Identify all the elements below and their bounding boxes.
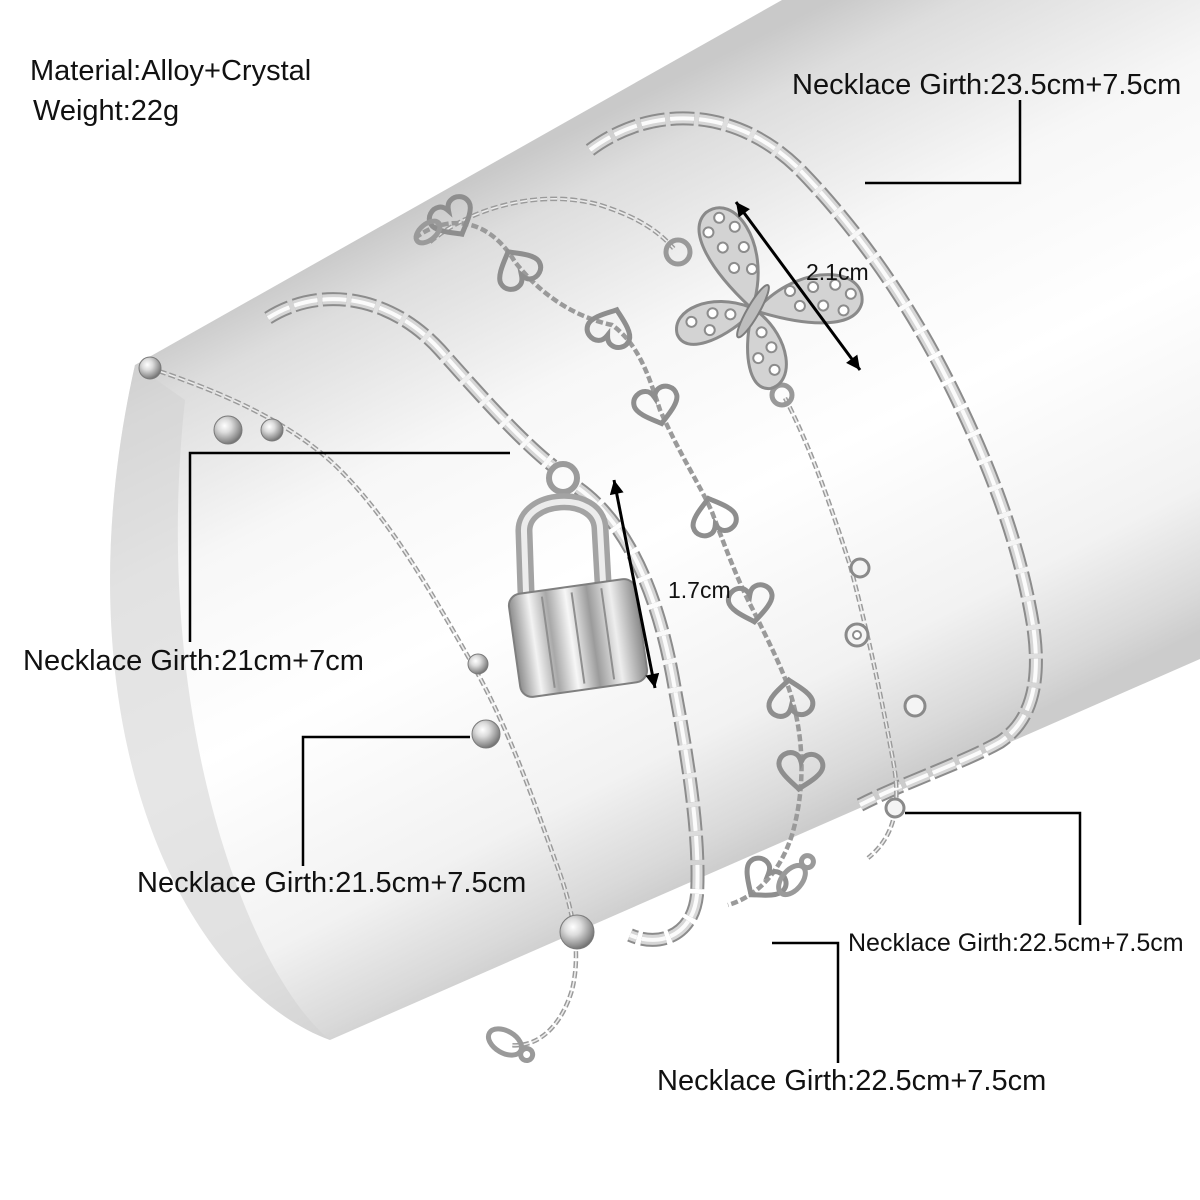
crystal-drop-facet xyxy=(852,630,862,640)
silver-bead xyxy=(467,653,489,675)
crystal-drop xyxy=(903,694,927,718)
butterfly-chain-bracelet xyxy=(428,196,927,860)
butterfly-crystal xyxy=(713,211,726,224)
butterfly-crystal xyxy=(716,241,729,254)
lobster-clasp-ring xyxy=(798,853,816,871)
bead-chain-strand-shine xyxy=(149,367,577,1047)
lobster-clasp-body xyxy=(413,218,443,246)
leader-line-bead-chain xyxy=(301,735,470,866)
butterfly-crystal xyxy=(706,307,719,320)
lobster-clasp xyxy=(485,1026,536,1063)
leader-line-lock-chain xyxy=(188,451,510,642)
silver-bead xyxy=(213,415,243,445)
heart-chain-connector xyxy=(413,220,804,908)
padlock-jump-ring xyxy=(546,461,580,495)
lock-size-label: 1.7cm xyxy=(668,577,731,603)
lobster-clasp-ring xyxy=(518,1046,536,1063)
lock-size-arrow xyxy=(609,479,660,689)
leader-line-figaro-chain xyxy=(865,100,1022,185)
padlock-body-group xyxy=(507,578,649,698)
butterfly-crystal xyxy=(724,308,737,321)
butterfly-size-label: 2.1cm xyxy=(806,259,869,285)
weight-label: Weight:22g xyxy=(33,95,180,127)
leader-line-butterfly-chain xyxy=(905,811,1082,925)
butterfly-crystal xyxy=(703,324,716,337)
padlock-shackle-highlight xyxy=(520,498,606,595)
cylinder-end-cap xyxy=(110,365,330,1040)
butterfly-crystal xyxy=(685,315,698,328)
girth-label-bead-chain: Necklace Girth:21.5cm+7.5cm xyxy=(137,867,527,899)
silver-bead xyxy=(559,914,595,950)
silver-bead xyxy=(260,418,284,442)
figaro-chain-holes xyxy=(588,116,1038,807)
lobster-clasp xyxy=(776,853,816,898)
girth-label-heart-chain: Necklace Girth:22.5cm+7.5cm xyxy=(657,1065,1047,1097)
butterfly-jump-ring-left xyxy=(663,237,693,267)
silver-bead xyxy=(471,719,501,749)
girth-label-butterfly-chain: Necklace Girth:22.5cm+7.5cm xyxy=(848,929,1184,957)
figaro-chain-bracelet xyxy=(585,111,1043,812)
crystal-drop xyxy=(849,557,871,579)
silver-bead xyxy=(138,356,162,380)
bead-chain-bracelet xyxy=(138,356,595,1048)
padlock-groove xyxy=(570,592,586,684)
girth-label-lock-chain: Necklace Girth:21cm+7cm xyxy=(23,645,364,677)
lobster-clasp xyxy=(413,218,443,246)
padlock-groove xyxy=(540,596,556,688)
butterfly-jump-ring-right xyxy=(769,382,795,408)
butterfly-size-arrow xyxy=(734,201,862,371)
butterfly-crystal xyxy=(702,226,715,239)
material-label: Material:Alloy+Crystal xyxy=(30,55,312,87)
heart-chain-bracelet xyxy=(413,192,824,908)
leader-line-heart-chain xyxy=(772,941,840,1063)
girth-label-figaro-chain: Necklace Girth:23.5cm+7.5cm xyxy=(792,69,1182,101)
crystal-drop xyxy=(884,797,906,819)
